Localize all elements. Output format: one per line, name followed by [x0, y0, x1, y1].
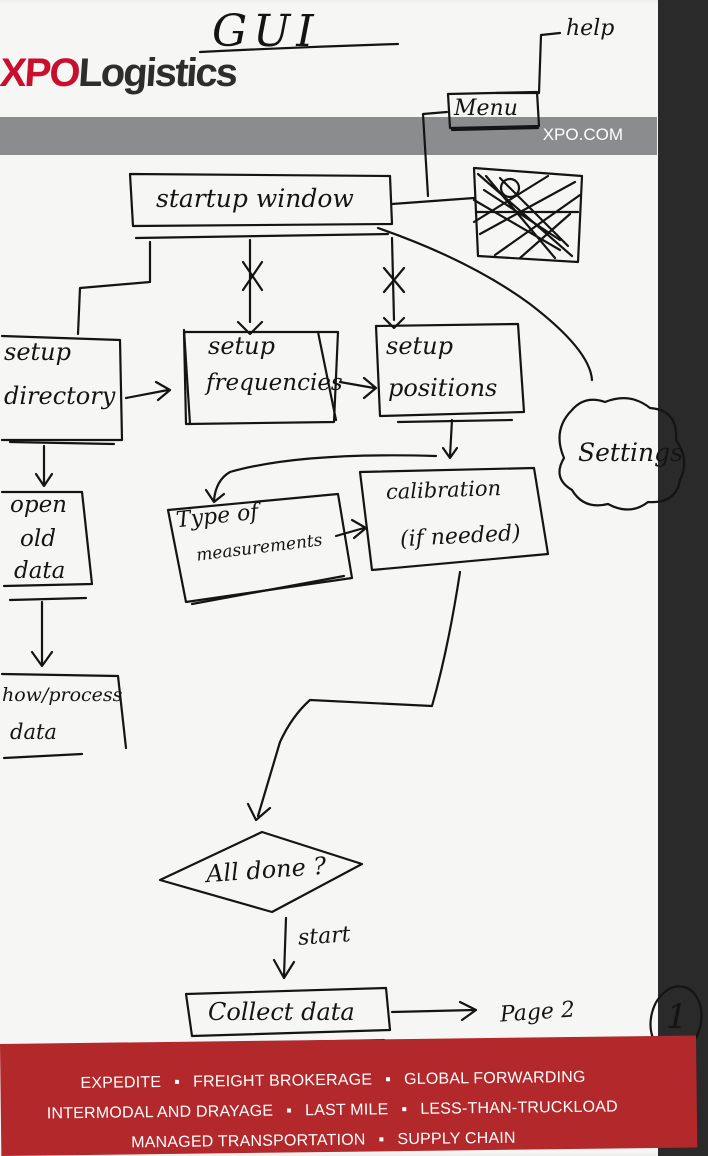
- calibration-box: [358, 466, 550, 572]
- setup-directory-label-2: directory: [4, 382, 116, 410]
- frequencies-to-positions-arrow: [338, 376, 378, 400]
- header-bar: XPO.COM: [0, 117, 657, 155]
- open-old-data-box: [0, 490, 94, 588]
- setup-positions-label-2: positions: [388, 374, 498, 402]
- directory-to-open-arrow: [34, 444, 54, 488]
- crossed-out-preview: [472, 166, 584, 264]
- show-process-data-label-2: data: [10, 720, 57, 744]
- positions-to-calibration-arrow: [441, 418, 459, 460]
- settings-cloud: [558, 397, 686, 511]
- setup-directory-label-1: setup: [4, 338, 71, 366]
- calibration-label-1: calibration: [385, 476, 502, 505]
- open-to-show-arrow: [30, 600, 54, 668]
- setup-positions-label-1: setup: [386, 332, 453, 360]
- start-arrow: [272, 916, 296, 980]
- open-old-data-label-1: open: [10, 492, 67, 518]
- service-expedite: EXPEDITE: [80, 1074, 162, 1093]
- to-page-2-arrow: [390, 1000, 478, 1022]
- type-to-calibration-arrow: [334, 518, 368, 540]
- services-row-1: EXPEDITE▪FREIGHT BROKERAGE▪GLOBAL FORWAR…: [80, 1068, 586, 1093]
- service-ltl: LESS-THAN-TRUCKLOAD: [420, 1098, 618, 1118]
- menu-label: Menu: [454, 96, 518, 121]
- all-done-decision: [158, 830, 364, 914]
- startup-to-directory-connector: [76, 240, 152, 336]
- service-managed-transportation: MANAGED TRANSPORTATION: [131, 1131, 366, 1152]
- collect-data-box: [184, 986, 392, 1038]
- directory-to-frequencies-arrow: [124, 380, 172, 402]
- collect-data-label: Collect data: [208, 998, 355, 1026]
- menu-to-startup-connector: [421, 110, 449, 198]
- type-of-measurements-box: [166, 492, 354, 604]
- title-underline: [198, 42, 400, 54]
- crossed-arrow-positions: [382, 236, 406, 330]
- setup-directory-box: [0, 334, 124, 442]
- startup-window-box: [128, 172, 394, 228]
- service-last-mile: LAST MILE: [304, 1101, 389, 1120]
- settings-label: Settings: [578, 438, 683, 467]
- help-connector: [494, 31, 562, 95]
- service-freight-brokerage: FREIGHT BROKERAGE: [192, 1071, 373, 1091]
- service-intermodal: INTERMODAL AND DRAYAGE: [46, 1102, 274, 1123]
- site-link[interactable]: XPO.COM: [542, 125, 623, 144]
- menu-box: [446, 90, 541, 130]
- service-supply-chain: SUPPLY CHAIN: [397, 1129, 516, 1149]
- start-label: start: [297, 922, 352, 951]
- positions-to-type-arrow: [204, 454, 438, 504]
- open-old-data-label-3: data: [14, 558, 66, 584]
- services-row-2: INTERMODAL AND DRAYAGE▪LAST MILE▪LESS-TH…: [46, 1098, 618, 1123]
- show-process-data-label-1: how/process: [2, 684, 123, 706]
- setup-frequencies-label-2: frequencies: [206, 370, 343, 396]
- startup-to-settings-connector: [376, 226, 594, 382]
- startup-window-label: startup window: [156, 184, 354, 213]
- setup-frequencies-box: [182, 330, 340, 426]
- setup-frequencies-label-1: setup: [208, 332, 275, 360]
- services-row-3: MANAGED TRANSPORTATION▪SUPPLY CHAIN: [131, 1129, 516, 1152]
- page-number-label: 1: [666, 997, 688, 1037]
- show-process-data-box: [0, 672, 128, 750]
- help-label: help: [566, 16, 615, 41]
- open-old-data-label-2: old: [20, 526, 56, 552]
- crossed-arrow-frequencies: [236, 238, 264, 336]
- services-footer: EXPEDITE▪FREIGHT BROKERAGE▪GLOBAL FORWAR…: [0, 1035, 698, 1156]
- setup-positions-box: [374, 322, 526, 418]
- service-global-forwarding: GLOBAL FORWARDING: [403, 1068, 586, 1089]
- calibration-to-done-connector: [246, 570, 462, 822]
- page-2-label: Page 2: [499, 997, 576, 1028]
- sketch-title: GUI: [212, 6, 320, 57]
- startup-to-preview-connector: [390, 196, 476, 206]
- dark-background-edge: [658, 0, 708, 1156]
